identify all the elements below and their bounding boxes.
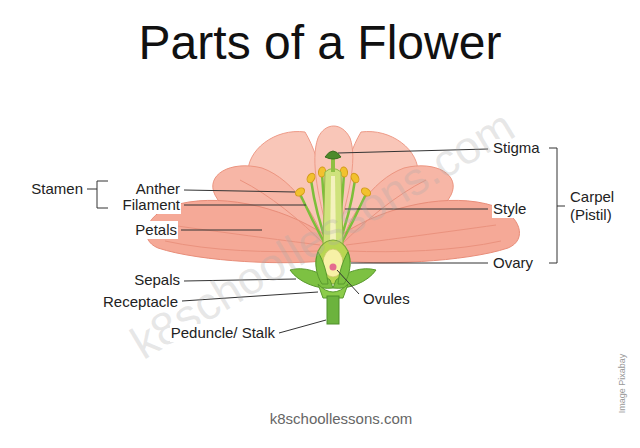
sepal <box>338 252 350 284</box>
part-label: Receptacle <box>102 293 179 311</box>
stalk-shape <box>327 296 339 324</box>
part-label: Ovary <box>492 254 534 272</box>
leader-line <box>184 205 306 206</box>
part-label: Ovules <box>362 290 411 308</box>
part-label: Stamen <box>30 180 84 198</box>
part-label: Filament <box>121 196 181 214</box>
vein <box>348 241 501 252</box>
part-label: Petals <box>134 221 178 239</box>
site-footer: k8schoollessons.com <box>269 410 414 428</box>
anther <box>305 172 316 184</box>
part-label: Sepals <box>133 271 181 289</box>
stigma-symbol <box>325 151 341 159</box>
ovule <box>330 264 337 271</box>
image-credit: Image Pixabay <box>618 352 629 414</box>
leader-line <box>557 206 565 207</box>
part-label: Stigma <box>492 139 541 157</box>
leader-line <box>351 263 488 264</box>
part-label: Style <box>492 200 527 218</box>
leader-line <box>87 189 97 190</box>
part-label: Carpel (Pistil) <box>569 188 633 224</box>
anther <box>294 186 306 197</box>
diagram-title: Parts of a Flower <box>0 14 640 72</box>
leader-line <box>181 230 262 231</box>
part-label: Peduncle/ Stalk <box>170 324 276 342</box>
leader-line <box>337 270 359 294</box>
bracket <box>549 148 557 263</box>
bracket <box>97 181 108 208</box>
leader-line <box>279 320 326 333</box>
leader-line <box>184 190 295 192</box>
